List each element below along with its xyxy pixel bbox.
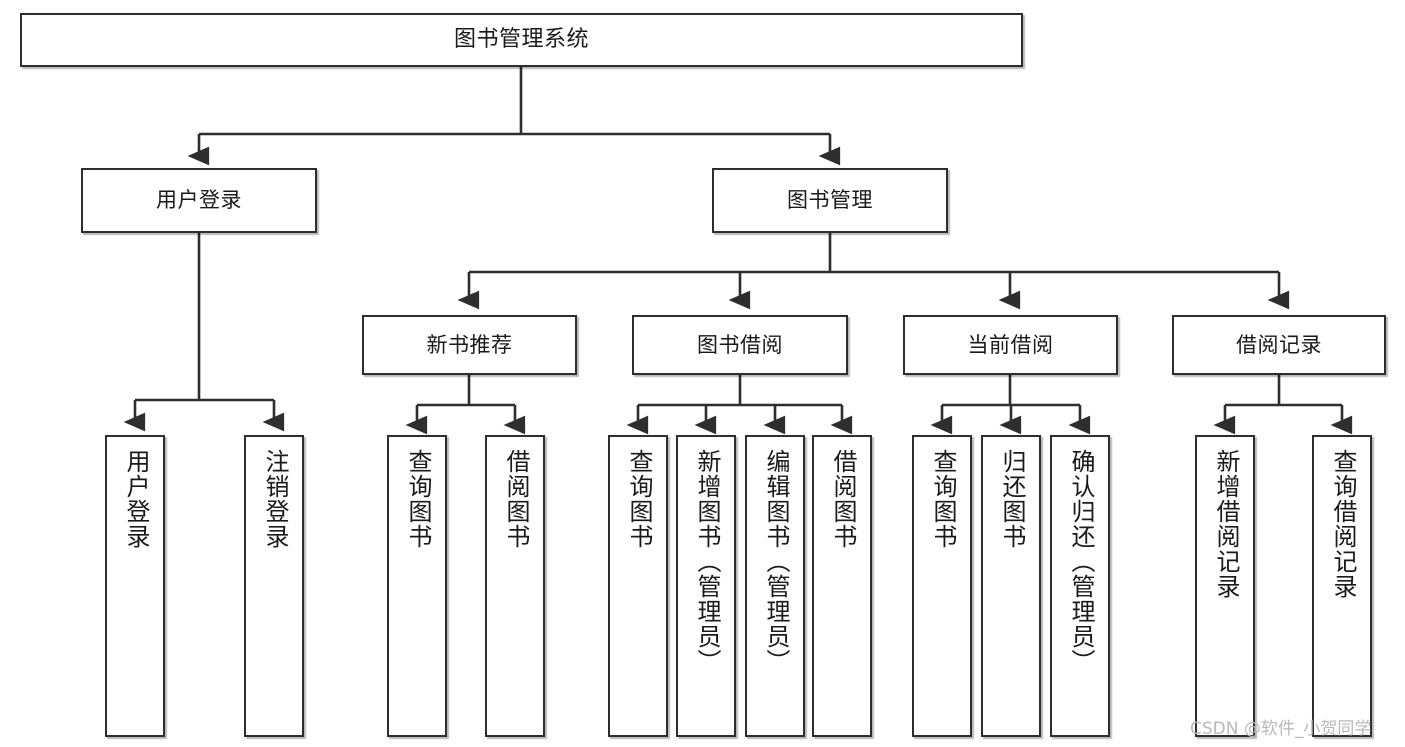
node-leaf-borrow-book-recommend[interactable]: 借阅图书: [485, 435, 545, 737]
node-user-login[interactable]: 用户登录: [81, 168, 317, 233]
node-label: 编辑图书（管理员）: [761, 449, 790, 674]
node-leaf-user-logout[interactable]: 注销登录: [244, 435, 304, 737]
node-borrow-record[interactable]: 借阅记录: [1172, 315, 1386, 375]
node-label: 确认归还（管理员）: [1066, 449, 1095, 674]
node-leaf-add-borrow-record[interactable]: 新增借阅记录: [1195, 435, 1255, 737]
node-leaf-confirm-return-admin[interactable]: 确认归还（管理员）: [1050, 435, 1110, 737]
node-label: 借阅图书: [828, 449, 857, 549]
node-label: 用户登录: [121, 449, 150, 549]
node-leaf-edit-book-admin[interactable]: 编辑图书（管理员）: [745, 435, 805, 737]
node-leaf-query-book-recommend[interactable]: 查询图书: [387, 435, 447, 737]
node-label: 当前借阅: [967, 332, 1054, 357]
node-label: 图书管理: [787, 188, 873, 213]
node-book-management[interactable]: 图书管理: [712, 168, 948, 233]
node-label: 用户登录: [156, 188, 242, 213]
node-label: 新增图书（管理员）: [692, 449, 721, 674]
node-label: 查询借阅记录: [1328, 449, 1357, 599]
node-new-book-recommend[interactable]: 新书推荐: [362, 315, 577, 375]
node-current-borrow[interactable]: 当前借阅: [903, 315, 1118, 375]
node-label: 图书借阅: [697, 332, 783, 357]
node-label: 归还图书: [997, 449, 1026, 549]
node-label: 图书管理系统: [453, 27, 589, 53]
node-book-borrow[interactable]: 图书借阅: [632, 315, 848, 375]
node-label: 借阅记录: [1236, 332, 1322, 357]
node-leaf-query-book-borrow[interactable]: 查询图书: [608, 435, 668, 737]
node-label: 查询图书: [928, 449, 957, 549]
node-leaf-query-borrow-record[interactable]: 查询借阅记录: [1312, 435, 1372, 737]
node-label: 查询图书: [624, 449, 653, 549]
node-leaf-user-login[interactable]: 用户登录: [105, 435, 165, 737]
node-label: 借阅图书: [501, 449, 530, 549]
node-root-library-system[interactable]: 图书管理系统: [20, 13, 1023, 67]
node-label: 注销登录: [260, 449, 289, 549]
node-label: 新增借阅记录: [1211, 449, 1240, 599]
node-label: 查询图书: [403, 449, 432, 549]
node-leaf-borrow-book[interactable]: 借阅图书: [812, 435, 872, 737]
node-leaf-add-book-admin[interactable]: 新增图书（管理员）: [676, 435, 736, 737]
csdn-watermark: CSDN @软件_小贺同学: [1190, 719, 1372, 739]
node-leaf-query-book-current[interactable]: 查询图书: [912, 435, 972, 737]
node-label: 新书推荐: [426, 332, 513, 357]
node-leaf-return-book[interactable]: 归还图书: [981, 435, 1041, 737]
